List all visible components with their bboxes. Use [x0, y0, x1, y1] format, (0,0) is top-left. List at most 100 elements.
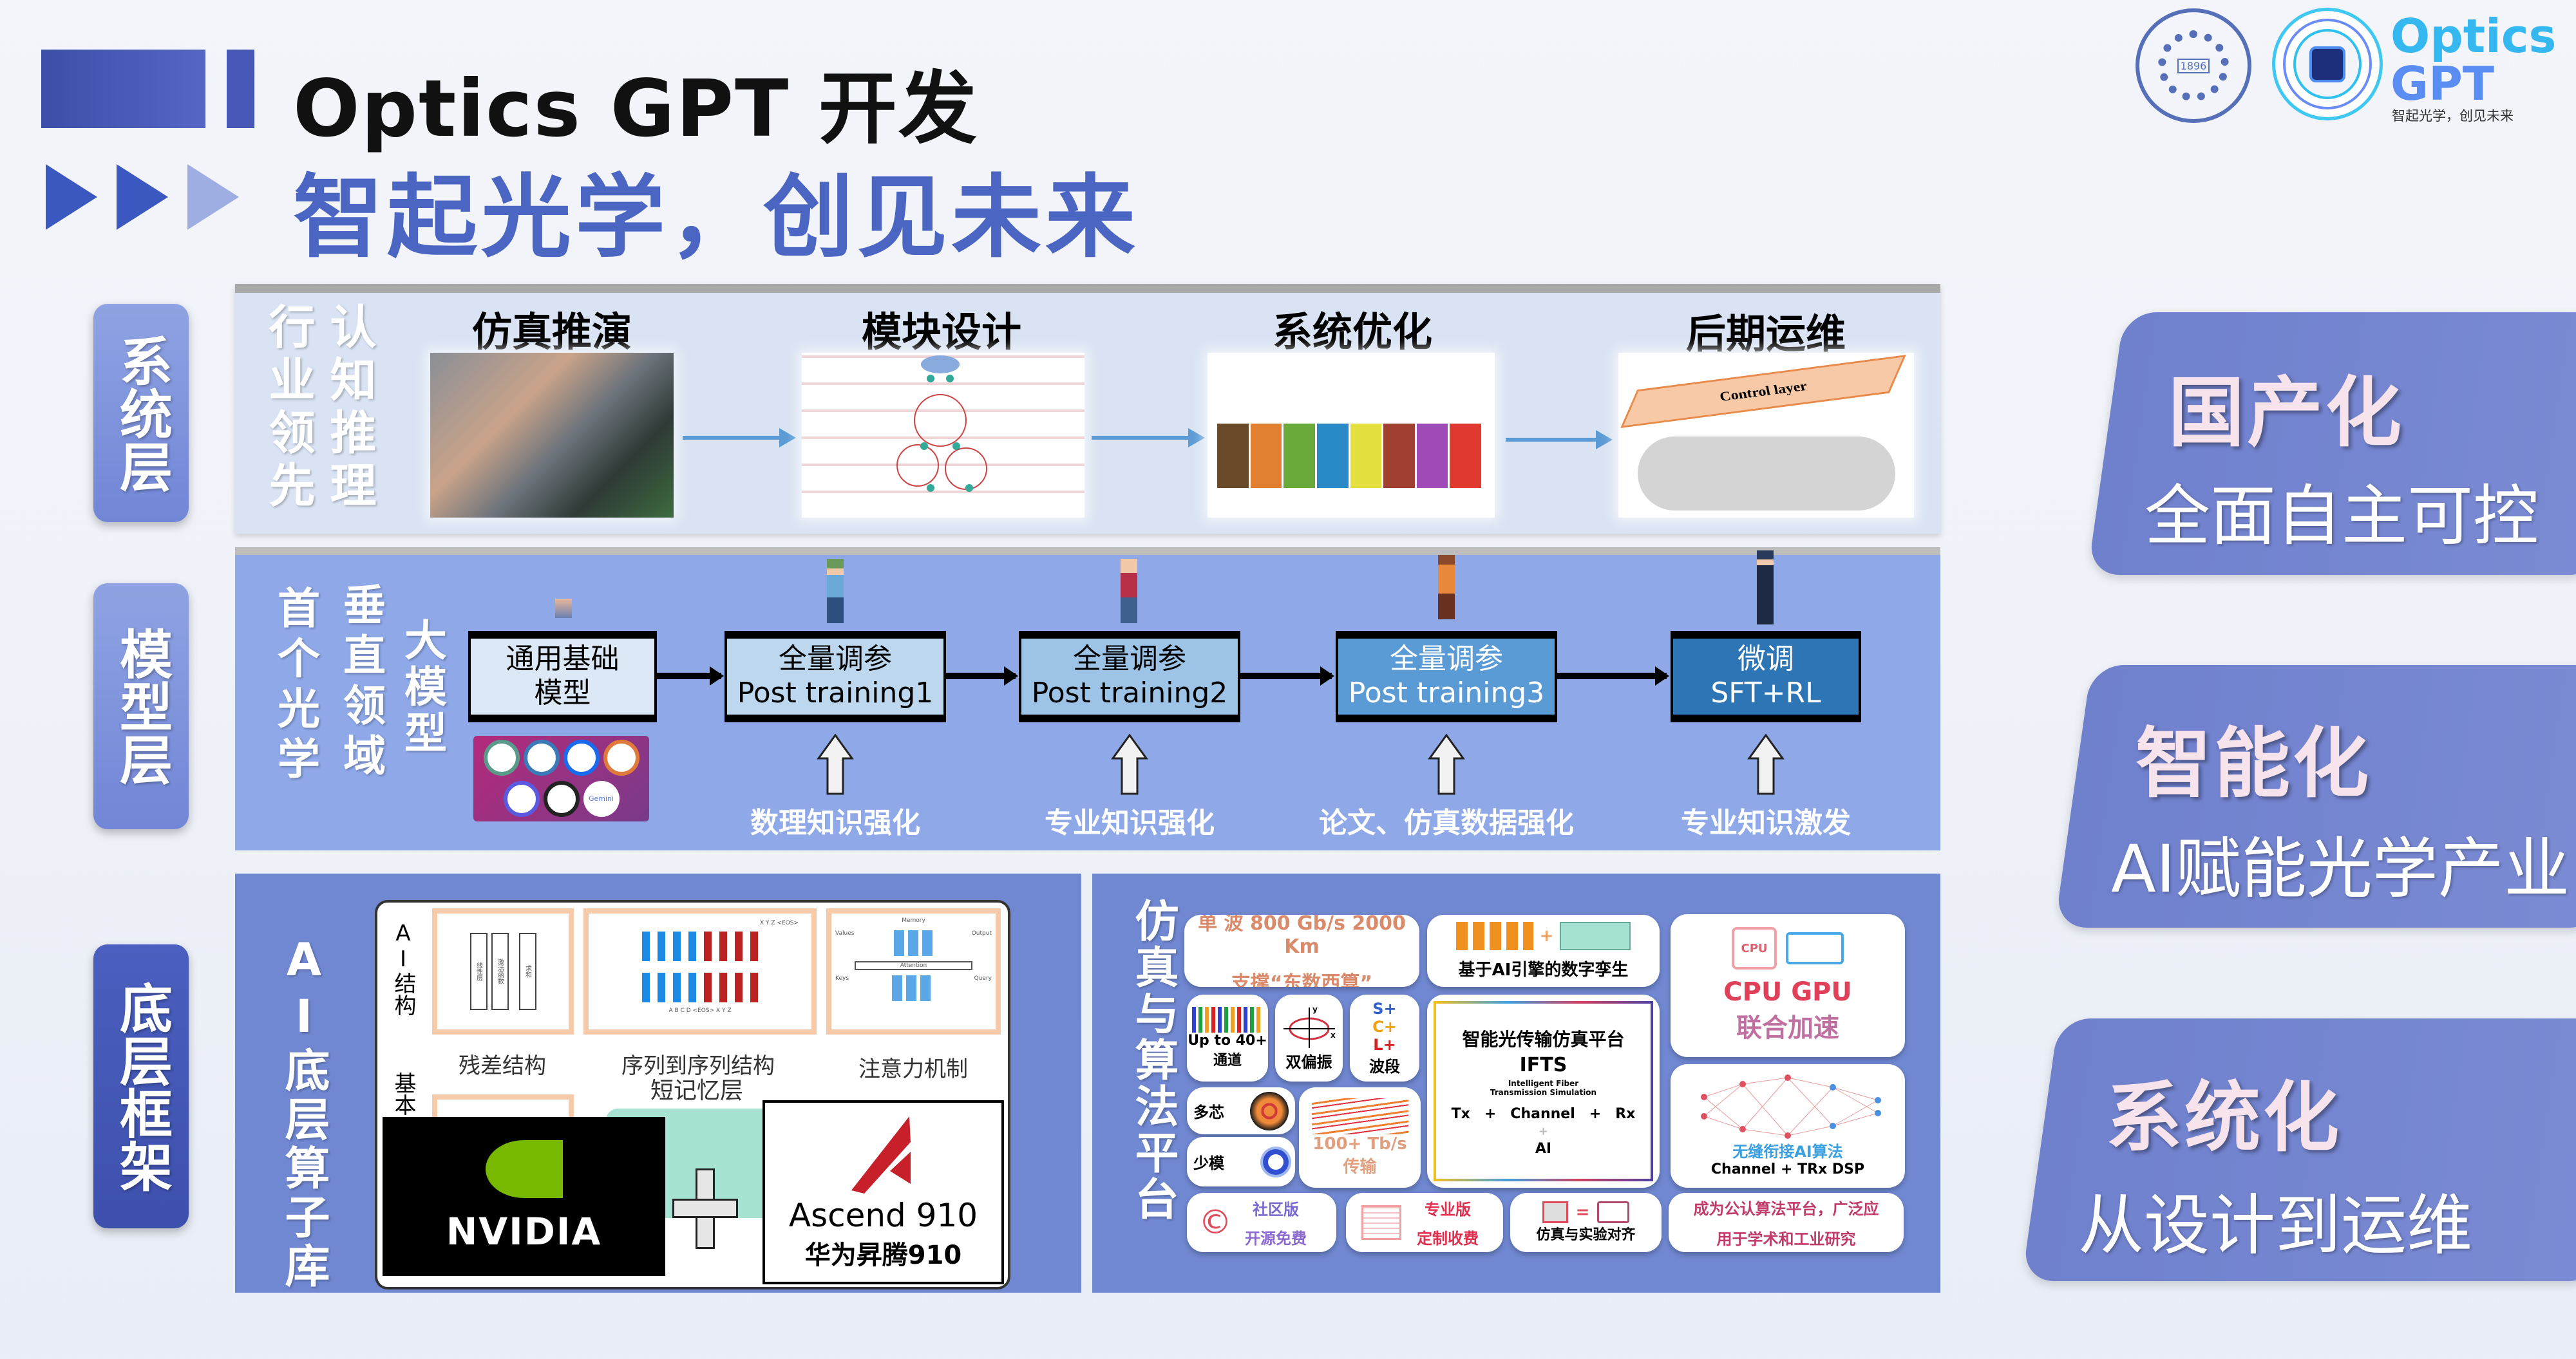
page-subtitle: 智起光学，创见未来: [293, 165, 1140, 270]
lstm-caption: 短记忆层: [650, 1078, 744, 1104]
svg-text:x: x: [1331, 1031, 1336, 1040]
network-graph-icon: [896, 355, 987, 492]
feature-title-systematization: 系统化: [2106, 1073, 2342, 1162]
flow-arrow-icon: [657, 666, 724, 686]
system-tag-col2: 认知推理: [322, 303, 376, 514]
page-title: Optics GPT 开发: [293, 63, 978, 155]
model-tag-col1: 首个光学: [270, 586, 320, 787]
control-layer-image: Control layer: [1618, 353, 1914, 518]
network-diagram-image: [802, 353, 1084, 518]
up-arrow-icon: [1747, 734, 1785, 795]
spectrum-bar: [1350, 424, 1382, 488]
optics-gpt-logo-icon: [2272, 8, 2383, 120]
ai-library-title: AI底层算子库: [278, 933, 330, 1291]
neural-network-icon: [1701, 1074, 1881, 1139]
layer-label-model: 模型层: [93, 583, 189, 829]
chevron-icon: [46, 164, 97, 230]
layer-label-base: 底层框架: [93, 944, 189, 1228]
openai-logo-icon: [543, 780, 580, 817]
chevron-outline-icon: [187, 164, 239, 230]
spectrum-bar: [1450, 424, 1481, 488]
brand-slogan: 智起光学，创见未来: [2392, 108, 2514, 124]
multicore-card: 多芯: [1187, 1087, 1295, 1134]
monitor-code-icon: [1361, 1205, 1401, 1240]
enhancement-label: 专业知识强化: [1045, 807, 1215, 839]
channels-card: Up to 40+通道: [1187, 995, 1268, 1082]
fiber-lines-icon: [1311, 1098, 1408, 1134]
gemini-logo-icon: Gemini: [583, 780, 620, 817]
person-figure-icon: [1438, 555, 1455, 619]
person-figure-icon: [1757, 550, 1774, 624]
residual-diagram: 线性层 激活函数 求和: [432, 908, 574, 1035]
spectrum-bar: [1283, 424, 1315, 488]
flow-arrow-icon: [1240, 666, 1334, 686]
pro-edition-card: 专业版定制收费: [1346, 1193, 1503, 1252]
seq2seq-cells: [595, 932, 805, 1002]
step-title-simulation: 仿真推演: [471, 308, 632, 355]
caption-seq2seq: 序列到序列结构: [621, 1053, 775, 1079]
cloud-icon: [1638, 436, 1895, 511]
header-accent-bar: [41, 50, 205, 128]
sjtu-gear-icon: 1896: [2158, 30, 2229, 101]
up-arrow-icon: [1111, 734, 1148, 795]
arrow-right-icon: [1092, 428, 1205, 447]
enhancement-label: 论文、仿真数据强化: [1319, 807, 1574, 839]
nn-card: 无缝衔接AI算法 Channel + TRx DSP: [1671, 1064, 1905, 1188]
step-title-module-design: 模块设计: [861, 308, 1022, 355]
wavelength-spectrum-image: [1208, 353, 1495, 518]
chip-brain-icon: [2309, 46, 2345, 82]
ai-structure-label: AI结构: [390, 921, 416, 1016]
feature-subtitle-systematization: 从设计到运维: [2078, 1188, 2472, 1264]
fewmode-card: 少模: [1187, 1137, 1295, 1186]
sim-experiment-card: = 仿真与实验对齐: [1510, 1193, 1662, 1252]
digital-twin-card: + 基于AI引擎的数字孪生: [1427, 915, 1660, 987]
enhancement-label: 专业知识激发: [1681, 807, 1851, 839]
llm-logos-cluster: Gemini: [473, 736, 649, 821]
goal-card: 成为公认算法平台，广泛应用于学术和工业研究: [1669, 1193, 1904, 1252]
nvidia-logo: NVIDIA: [383, 1117, 665, 1276]
copyright-icon: ©: [1198, 1203, 1232, 1242]
spectrum-bar: [1250, 424, 1282, 488]
flow-arrow-icon: [946, 666, 1018, 686]
person-figure-icon: [555, 599, 572, 618]
svg-text:y: y: [1312, 1005, 1318, 1014]
bands-card: S+C+L+波段: [1350, 995, 1419, 1082]
spectrum-bar: [1383, 424, 1415, 488]
arrow-right-icon: [1506, 430, 1613, 449]
fewmode-fiber-icon: [1263, 1148, 1289, 1175]
chatgpt-logo-icon: [483, 740, 520, 776]
sjtu-logo: 1896: [2136, 8, 2251, 123]
caption-residual: 残差结构: [459, 1053, 546, 1079]
feature-title-intelligence: 智能化: [2136, 719, 2372, 808]
spectrum-bars: [1217, 424, 1481, 488]
feature-subtitle-intelligence: AI赋能光学产业: [2111, 831, 2570, 908]
arrow-right-icon: [683, 428, 796, 447]
feature-title-localization: 国产化: [2168, 368, 2405, 457]
system-tag-col1: 行业领先: [261, 303, 315, 514]
header-accent-bar-small: [227, 50, 254, 128]
brand-name-line2: GPT: [2391, 57, 2494, 111]
polarization-ellipse-icon: yx: [1283, 1005, 1336, 1048]
sim-equals-device-icon: =: [1542, 1201, 1630, 1223]
platform-title: 仿真与算法平台: [1127, 898, 1178, 1223]
waveform-icon: [1192, 1007, 1263, 1033]
step-title-system-optimization: 系统优化: [1272, 308, 1433, 355]
model-box-base: 通用基础模型: [468, 631, 657, 722]
control-layer-plate: Control layer: [1620, 355, 1906, 428]
model-tag-col2: 垂直领域: [336, 583, 386, 783]
cpu-gpu-card: CPU CPU GPU 联合加速: [1671, 914, 1905, 1057]
ifts-frame: 智能光传输仿真平台 IFTS Intelligent Fiber Transmi…: [1434, 1001, 1653, 1181]
plus-icon: [672, 1199, 738, 1218]
spectrum-bar: [1217, 424, 1249, 488]
cpu-gpu-icon: CPU: [1732, 927, 1844, 970]
sjtu-year: 1896: [2177, 58, 2210, 73]
spectrum-bar: [1416, 424, 1448, 488]
brand-name-line1: Optics: [2391, 9, 2557, 63]
ifts-card: 智能光传输仿真平台 IFTS Intelligent Fiber Transmi…: [1427, 995, 1660, 1188]
